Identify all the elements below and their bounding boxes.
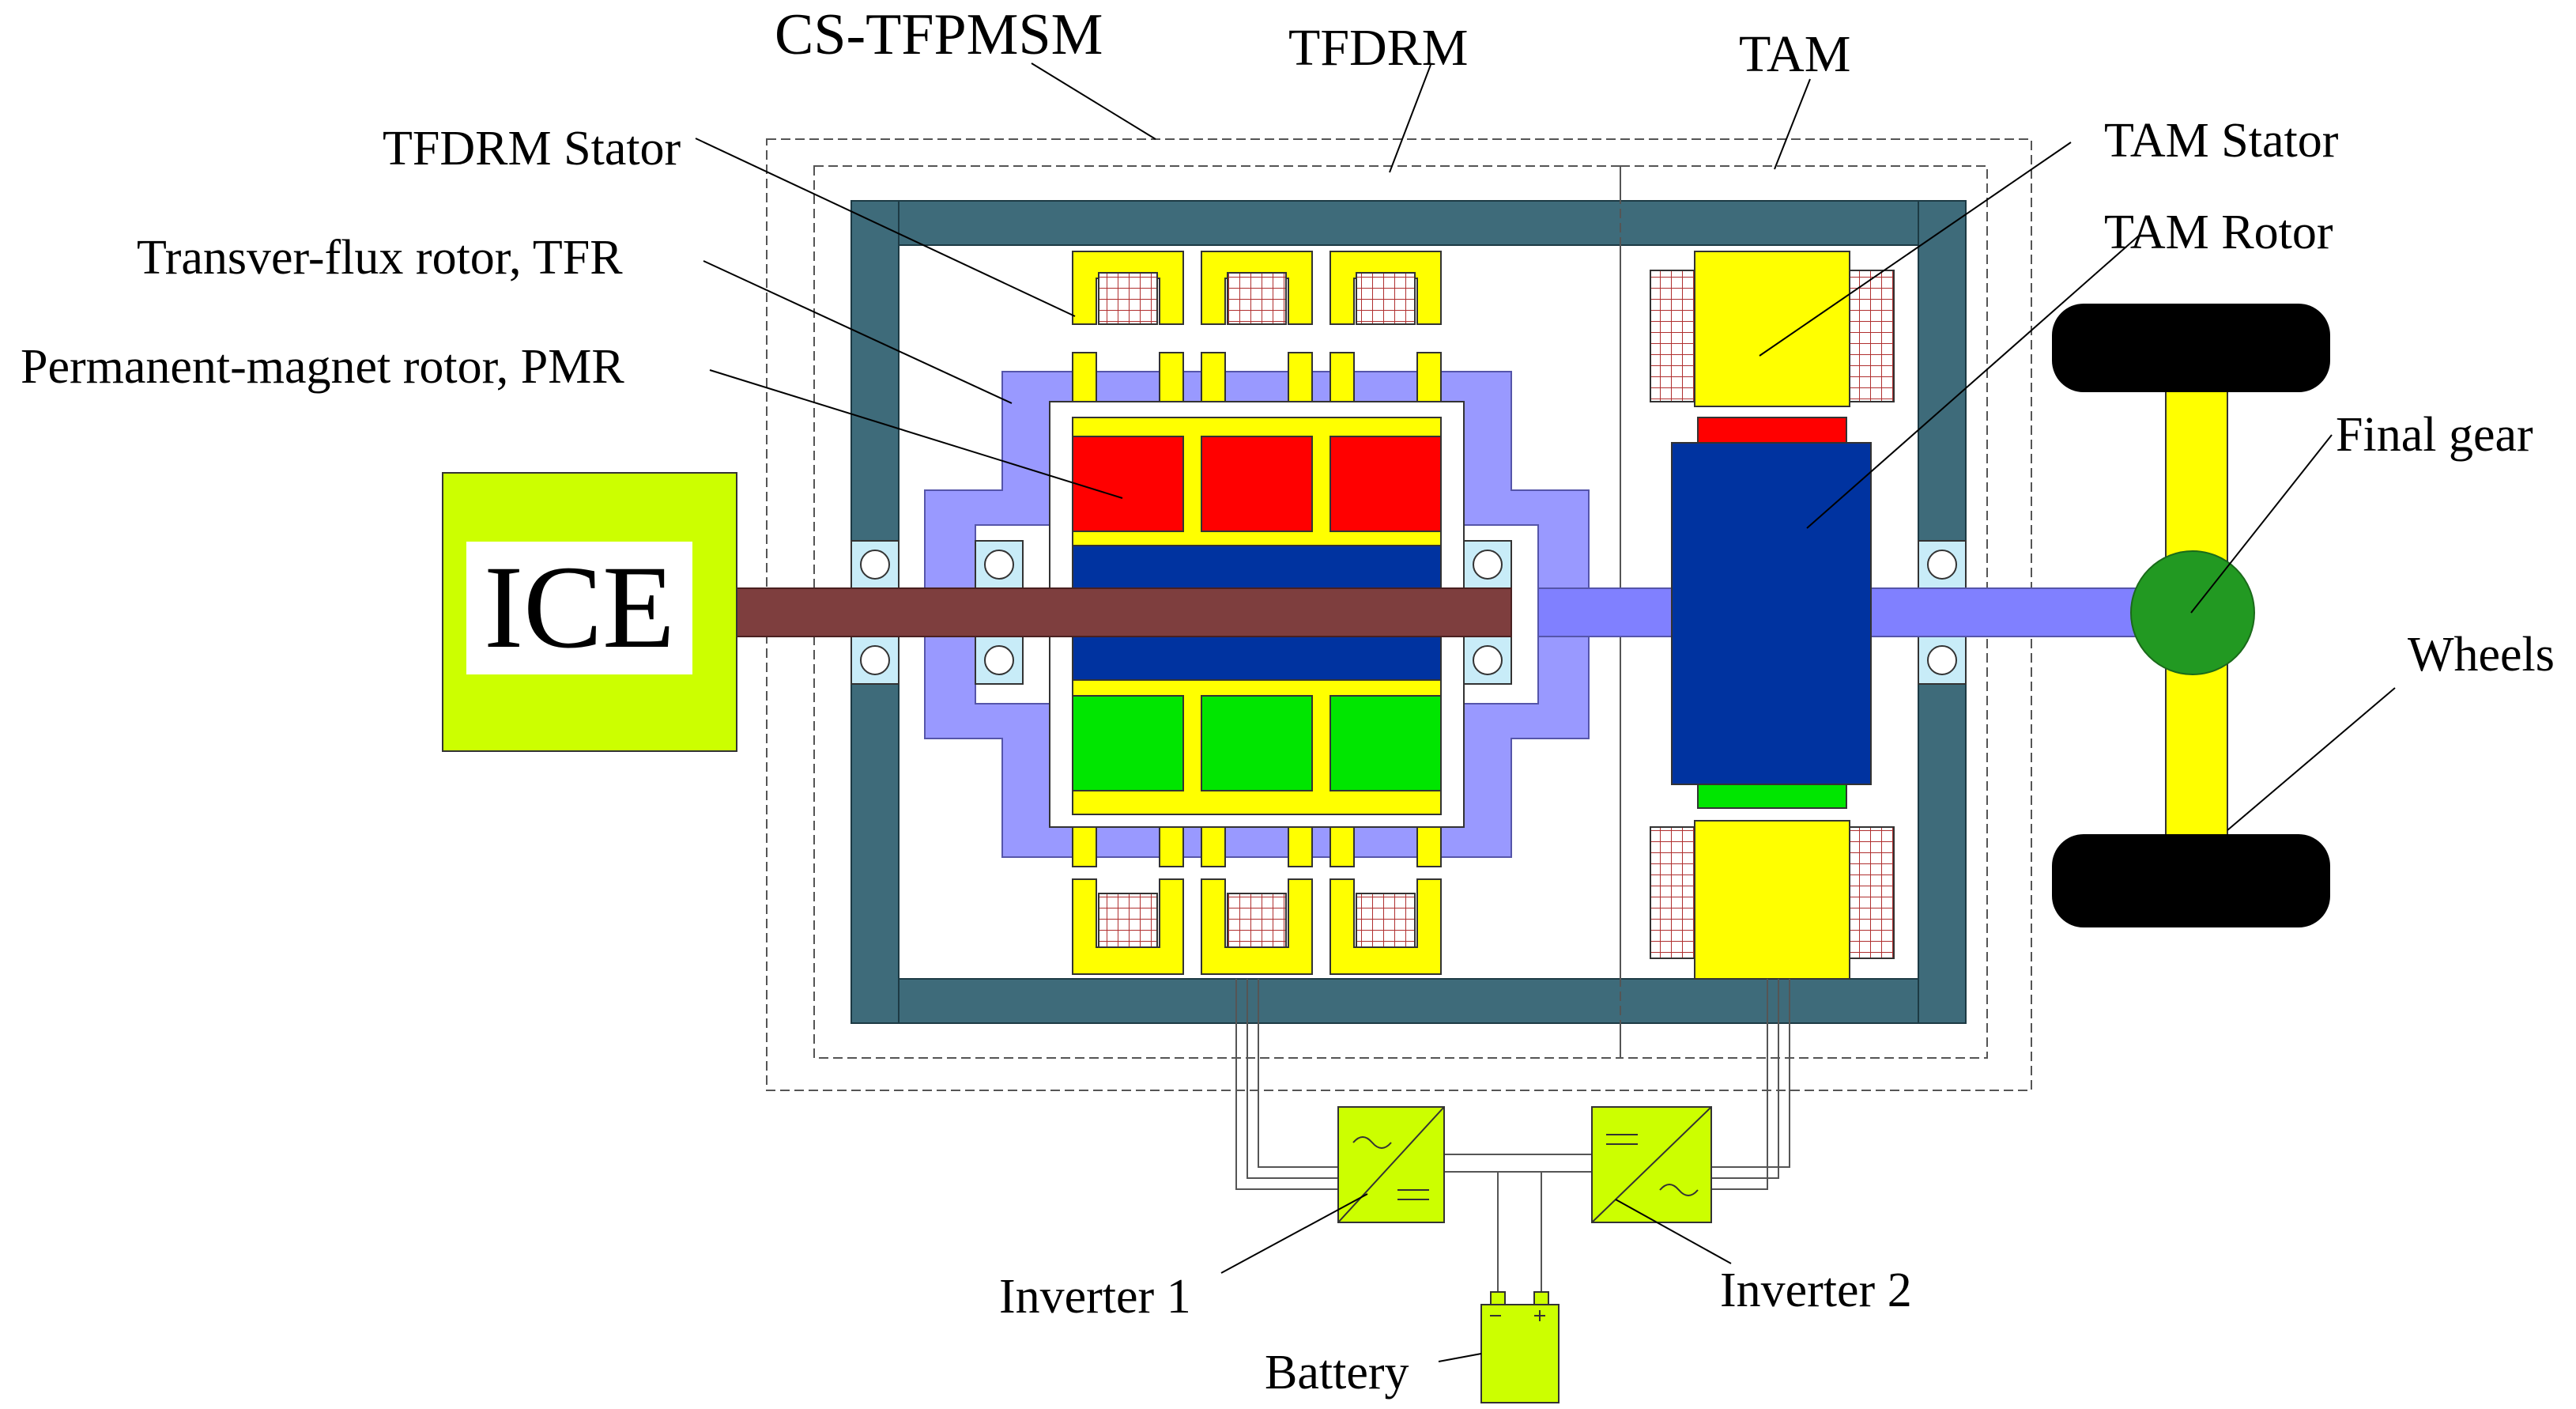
stator-c-core-bottom-1 [1072,826,1184,975]
label-tam-stator: TAM Stator [2104,114,2339,168]
tam-rotor [1671,417,1872,809]
tfdrm-stator-bottom [1072,826,1442,975]
power-wiring [1235,979,1790,1294]
ice-shaft [734,587,1512,637]
inverter-2 [1591,1106,1712,1223]
labels: CS-TFPMSM TFDRM TAM TFDRM Stator Transve… [21,2,2555,1400]
ice-label: ICE [484,542,675,673]
ice-engine: ICE [442,472,737,752]
tam-stator-top [1650,251,1895,407]
pm-south-1 [1072,695,1184,791]
label-pmr: Permanent-magnet rotor, PMR [21,340,624,394]
label-battery: Battery [1265,1346,1409,1400]
wheel-top [2052,304,2330,392]
pm-south-2 [1201,695,1313,791]
label-tfdrm-stator: TFDRM Stator [383,122,681,176]
pm-north-2 [1201,436,1313,532]
label-cs-tfpmsm: CS-TFPMSM [775,2,1103,67]
battery-icon [1480,1291,1560,1403]
pm-north-1 [1072,436,1184,532]
permanent-magnet-rotor [1072,417,1442,815]
bearing-tfr-right-bottom [1463,636,1512,685]
bearing-tfr-right-top [1463,540,1512,589]
stator-c-core-top-2 [1201,251,1313,402]
label-inverter-1: Inverter 1 [999,1270,1191,1324]
wheel-bottom [2052,834,2330,927]
pm-south-3 [1329,695,1442,791]
tam-stator-bottom [1650,820,1895,980]
bearing-tfr-left-top [975,540,1024,589]
stator-c-core-top-1 [1072,251,1184,402]
tfdrm-stator-top [1072,251,1442,402]
label-tam: TAM [1739,25,1850,83]
bearing-left-top [850,540,900,589]
bearing-left-bottom [850,636,900,685]
pm-north-3 [1329,436,1442,532]
drive-axle [2052,304,2330,927]
label-tfr: Transver-flux rotor, TFR [137,231,623,285]
label-inverter-2: Inverter 2 [1720,1264,1912,1317]
label-wheels: Wheels [2408,628,2555,682]
inverter-1 [1337,1106,1445,1223]
bearing-tfr-left-bottom [975,636,1024,685]
bearing-right-bottom [1918,636,1967,685]
bearing-right-top [1918,540,1967,589]
final-gear [2130,550,2255,675]
stator-c-core-bottom-2 [1201,826,1313,975]
stator-c-core-top-3 [1329,251,1442,402]
label-final-gear: Final gear [2336,408,2533,462]
label-tfdrm: TFDRM [1288,19,1468,77]
leader-lines [695,62,2396,1362]
stator-c-core-bottom-3 [1329,826,1442,975]
bearings [850,540,1967,685]
housing [850,200,1967,1024]
label-tam-rotor: TAM Rotor [2104,206,2333,259]
